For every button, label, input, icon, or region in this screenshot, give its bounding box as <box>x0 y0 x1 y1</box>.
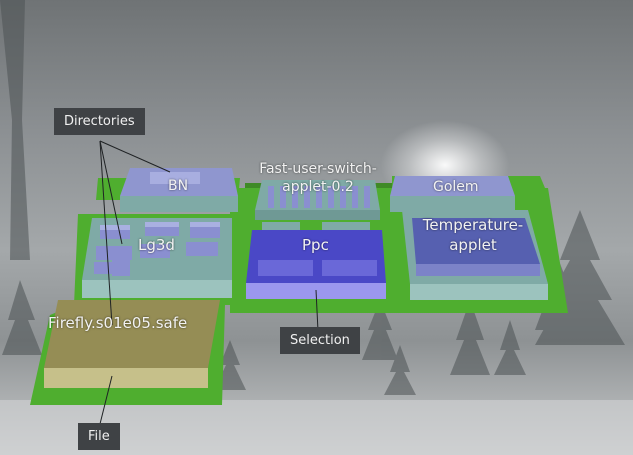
callout-directories: Directories <box>54 108 145 135</box>
label-fast-user-switch: Fast-user-switch- applet-0.2 <box>259 161 377 195</box>
label-temperature: Temperature- applet <box>422 216 524 254</box>
label-lg3d: Lg3d <box>138 236 175 254</box>
label-golem: Golem <box>433 179 479 195</box>
callout-lines <box>99 140 319 425</box>
block-lg3d[interactable] <box>82 218 232 298</box>
block-bn[interactable] <box>120 168 238 212</box>
block-golem[interactable] <box>390 176 515 212</box>
block-fast-user-switch[interactable] <box>255 180 380 220</box>
block-ppc[interactable] <box>246 222 386 299</box>
label-ppc: Ppc <box>302 236 329 254</box>
callout-selection: Selection <box>280 327 360 354</box>
label-firefly: Firefly.s01e05.safe <box>48 314 188 332</box>
block-firefly[interactable] <box>44 300 220 388</box>
label-bn: BN <box>168 178 189 194</box>
callout-file: File <box>78 423 120 450</box>
block-temperature[interactable] <box>402 210 548 300</box>
